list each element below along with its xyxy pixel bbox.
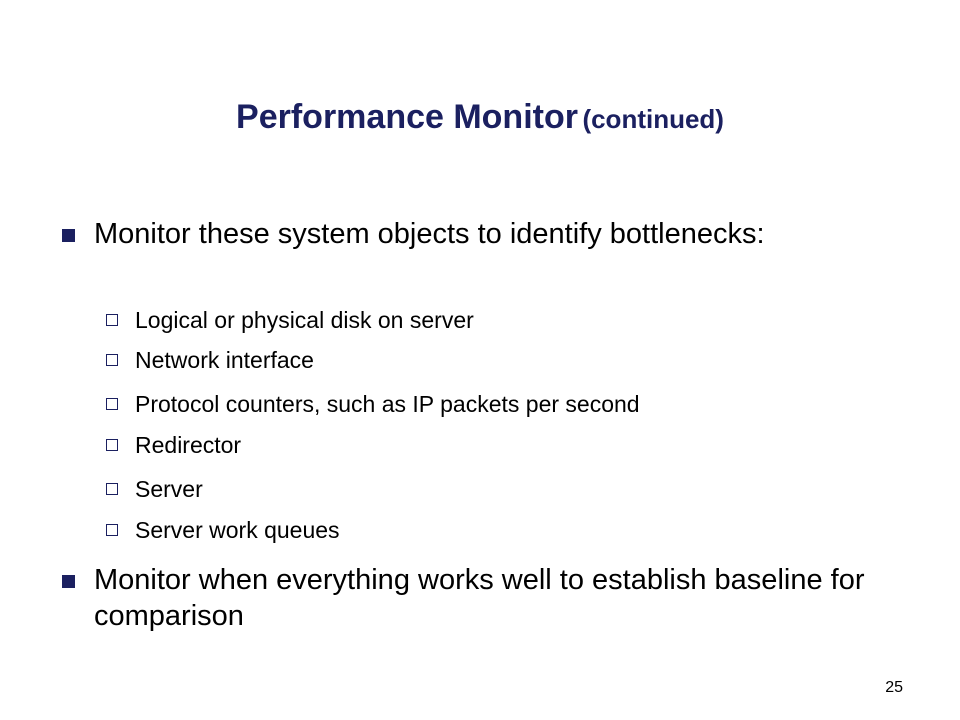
hollow-square-bullet-icon xyxy=(106,483,118,495)
square-bullet-icon xyxy=(62,229,75,242)
sub-bullet-text: Protocol counters, such as IP packets pe… xyxy=(135,391,640,417)
slide-title: Performance Monitor (continued) xyxy=(0,98,960,137)
hollow-square-bullet-icon xyxy=(106,314,118,326)
title-main: Performance Monitor xyxy=(236,98,578,136)
hollow-square-bullet-icon xyxy=(106,354,118,366)
page-number: 25 xyxy=(885,679,903,696)
sub-bullet-text: Server work queues xyxy=(135,517,340,543)
sub-bullet-item: Server work queues xyxy=(106,517,906,543)
sub-bullet-item: Network interface xyxy=(106,347,906,373)
sub-bullet-item: Logical or physical disk on server xyxy=(106,307,906,333)
sub-bullet-text: Server xyxy=(135,476,203,502)
title-continued: (continued) xyxy=(582,104,724,134)
sub-bullet-item: Redirector xyxy=(106,432,906,458)
sub-bullet-text: Logical or physical disk on server xyxy=(135,307,474,333)
sub-bullet-item: Protocol counters, such as IP packets pe… xyxy=(106,391,906,417)
hollow-square-bullet-icon xyxy=(106,398,118,410)
sub-bullet-text: Network interface xyxy=(135,347,314,373)
hollow-square-bullet-icon xyxy=(106,439,118,451)
hollow-square-bullet-icon xyxy=(106,524,118,536)
square-bullet-icon xyxy=(62,575,75,588)
sub-bullet-text: Redirector xyxy=(135,432,242,458)
bullet-text: Monitor these system objects to identify… xyxy=(94,218,765,250)
sub-bullet-item: Server xyxy=(106,476,906,502)
bullet-text: Monitor when everything works well to es… xyxy=(94,564,865,632)
